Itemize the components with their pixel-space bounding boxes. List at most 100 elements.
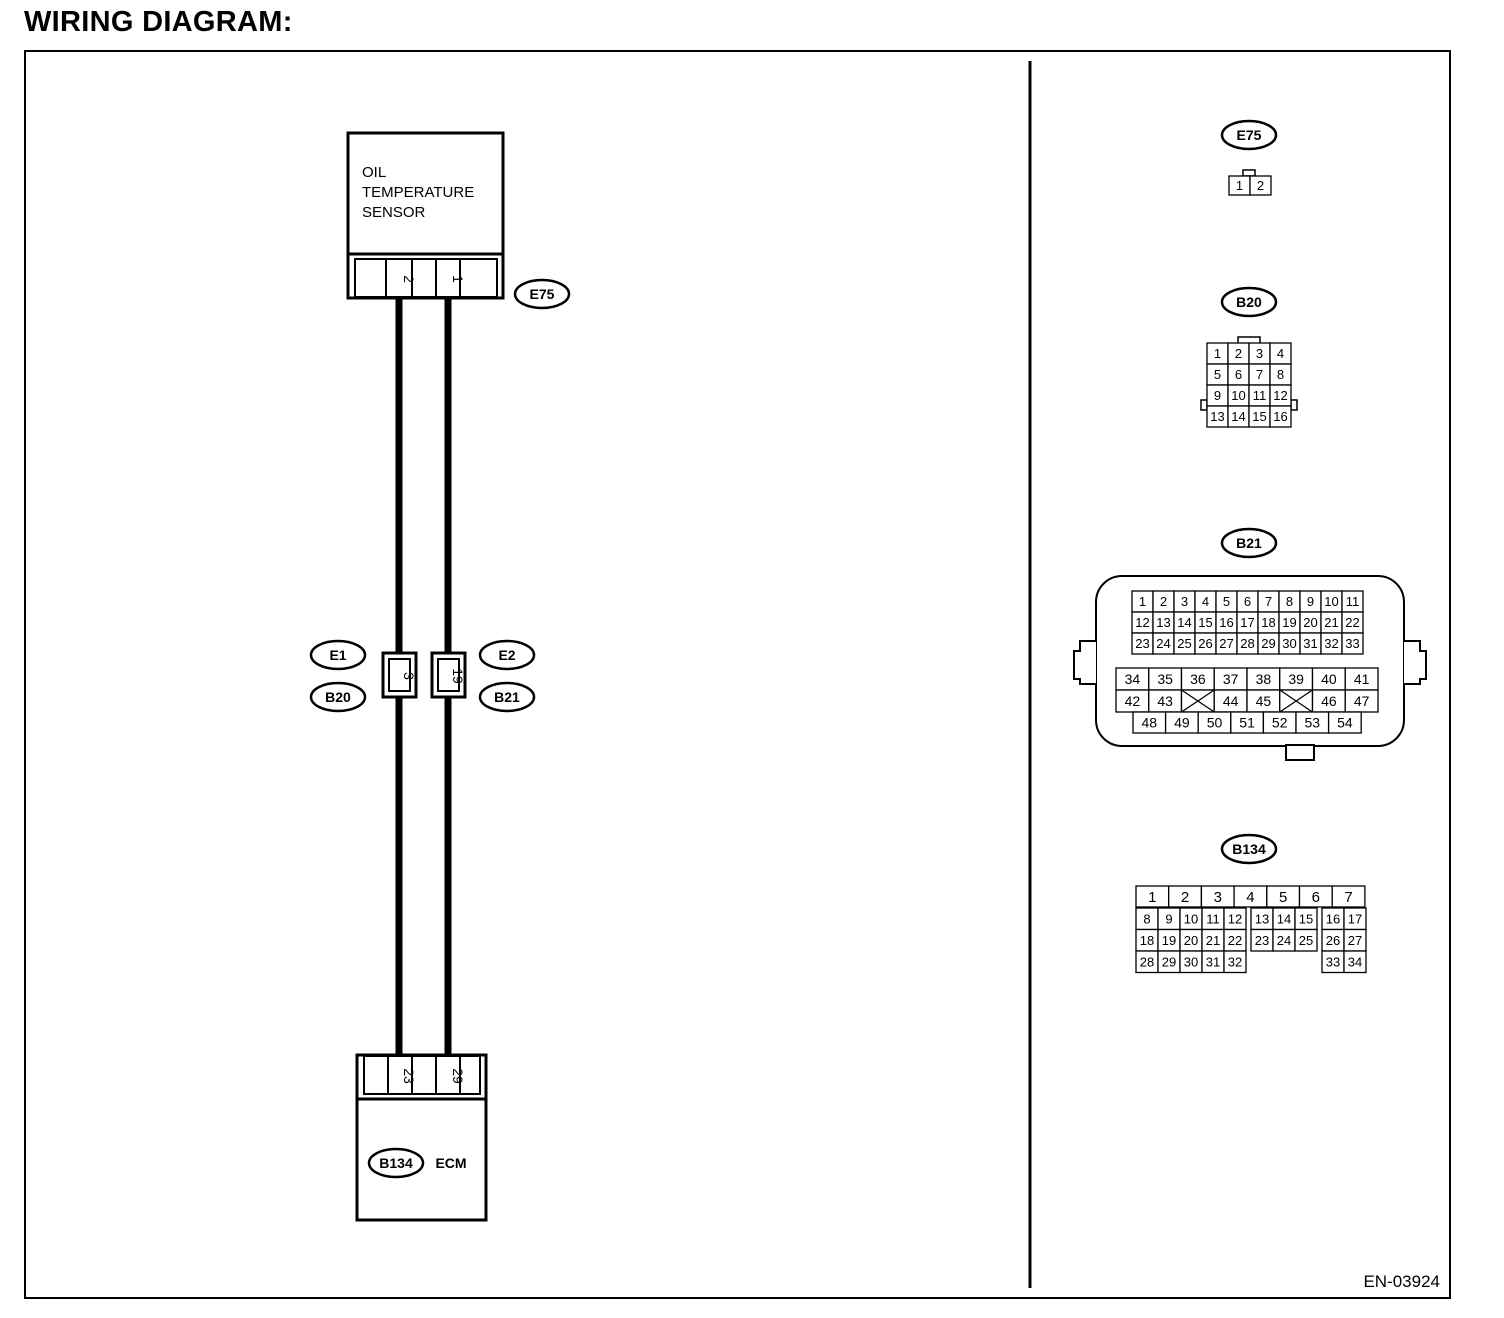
pin-number: 12	[1273, 388, 1287, 403]
connector-tag-e1: E1	[309, 639, 367, 671]
pin-number: 7	[1256, 367, 1263, 382]
pin-number: 18	[1140, 933, 1154, 948]
pin-number: 25	[1299, 933, 1313, 948]
pin-cell	[1223, 950, 1247, 974]
svg-text:B134: B134	[1232, 841, 1266, 857]
svg-text:B20: B20	[325, 689, 351, 705]
pin-number: 26	[1198, 636, 1212, 651]
pin-number: 51	[1239, 715, 1255, 731]
diagram-id: EN-03924	[1363, 1272, 1440, 1291]
pin-number: 10	[1231, 388, 1245, 403]
pin-number: 27	[1219, 636, 1233, 651]
pin-number: 1	[1148, 889, 1156, 906]
svg-text:E2: E2	[498, 647, 515, 663]
pin-number: 32	[1324, 636, 1338, 651]
pin-cell	[1341, 632, 1364, 655]
pin-number: 4	[1202, 594, 1209, 609]
pin-number: 12	[1228, 911, 1242, 926]
pin-number: 5	[1223, 594, 1230, 609]
pin-number: 35	[1157, 671, 1173, 687]
blank-pin-cross	[1181, 689, 1215, 713]
pin-number: 16	[1273, 409, 1287, 424]
pin-number: 7	[1265, 594, 1272, 609]
pin-number: 32	[1228, 954, 1242, 969]
pin-cell	[1343, 950, 1367, 974]
pin-number: 13	[1210, 409, 1224, 424]
pin-number: 10	[1324, 594, 1338, 609]
pin-number: 28	[1240, 636, 1254, 651]
pin-number: 6	[1312, 889, 1320, 906]
pin-number: 3	[1181, 594, 1188, 609]
sensor-label-line3: SENSOR	[362, 204, 426, 221]
pin-number: 16	[1219, 615, 1233, 630]
pin-number: 31	[1303, 636, 1317, 651]
pin-number: 9	[1165, 911, 1172, 926]
pin-number: 53	[1305, 715, 1321, 731]
pin-number: 6	[1244, 594, 1251, 609]
blank-pin-cross	[1279, 689, 1313, 713]
sensor-label-line1: OIL	[362, 164, 386, 181]
pin-cell	[1331, 885, 1366, 908]
pin-number: 17	[1348, 911, 1362, 926]
pin-number: 28	[1140, 954, 1154, 969]
ecm-pin-23: 23	[401, 1068, 417, 1084]
pin-number: 52	[1272, 715, 1288, 731]
pin-number: 17	[1240, 615, 1254, 630]
pin-number: 38	[1256, 671, 1272, 687]
oil-temperature-sensor: OIL TEMPERATURE SENSOR 2 1	[346, 131, 505, 300]
pin-number: 29	[1162, 954, 1176, 969]
pin-number: 4	[1277, 346, 1284, 361]
pin-number: 18	[1261, 615, 1275, 630]
pin-number: 43	[1157, 693, 1173, 709]
page-title: WIRING DIAGRAM:	[24, 6, 293, 38]
svg-text:B21: B21	[1236, 535, 1262, 551]
ecm-connector-label: B134	[379, 1155, 413, 1171]
pin-number: 21	[1324, 615, 1338, 630]
pin-cell	[1249, 175, 1272, 196]
connector-tag-b21: B21	[478, 681, 536, 713]
pin-number: 16	[1326, 911, 1340, 926]
pin-number: 7	[1344, 889, 1352, 906]
pin-number: 49	[1174, 715, 1190, 731]
pin-number: 8	[1143, 911, 1150, 926]
pin-number: 42	[1125, 693, 1141, 709]
pin-number: 11	[1206, 911, 1220, 926]
pin-number: 23	[1255, 933, 1269, 948]
pin-number: 33	[1326, 954, 1340, 969]
connector-tag-e2: E2	[478, 639, 536, 671]
pin-number: 15	[1252, 409, 1266, 424]
pin-cell	[1294, 928, 1318, 952]
pin-number: 9	[1214, 388, 1221, 403]
svg-text:E75: E75	[1237, 127, 1262, 143]
pin-number: 47	[1354, 693, 1370, 709]
sensor-label-line2: TEMPERATURE	[362, 184, 474, 201]
pin-number: 9	[1307, 594, 1314, 609]
pin-number: 30	[1282, 636, 1296, 651]
diagram-frame	[24, 50, 1451, 1299]
pin-number: 15	[1299, 911, 1313, 926]
pin-cell	[1269, 405, 1292, 428]
pin-number: 33	[1345, 636, 1359, 651]
pin-number: 24	[1277, 933, 1291, 948]
sensor-pin-2: 2	[401, 275, 417, 283]
pin-number: 30	[1184, 954, 1198, 969]
connector-tag-b134	[367, 1147, 425, 1179]
pin-number: 14	[1177, 615, 1191, 630]
junction-connector-left: 3	[381, 651, 418, 699]
pin-number: 40	[1321, 671, 1337, 687]
pin-number: 8	[1277, 367, 1284, 382]
pin-number: 15	[1198, 615, 1212, 630]
pin-number: 2	[1160, 594, 1167, 609]
pin-number: 1	[1236, 178, 1243, 193]
pin-number: 2	[1235, 346, 1242, 361]
pin-number: 14	[1231, 409, 1245, 424]
pin-number: 44	[1223, 693, 1239, 709]
junction-connector-right: 19	[430, 651, 467, 699]
pin-number: 1	[1139, 594, 1146, 609]
pin-number: 6	[1235, 367, 1242, 382]
pin-number: 5	[1214, 367, 1221, 382]
pin-number: 45	[1256, 693, 1272, 709]
